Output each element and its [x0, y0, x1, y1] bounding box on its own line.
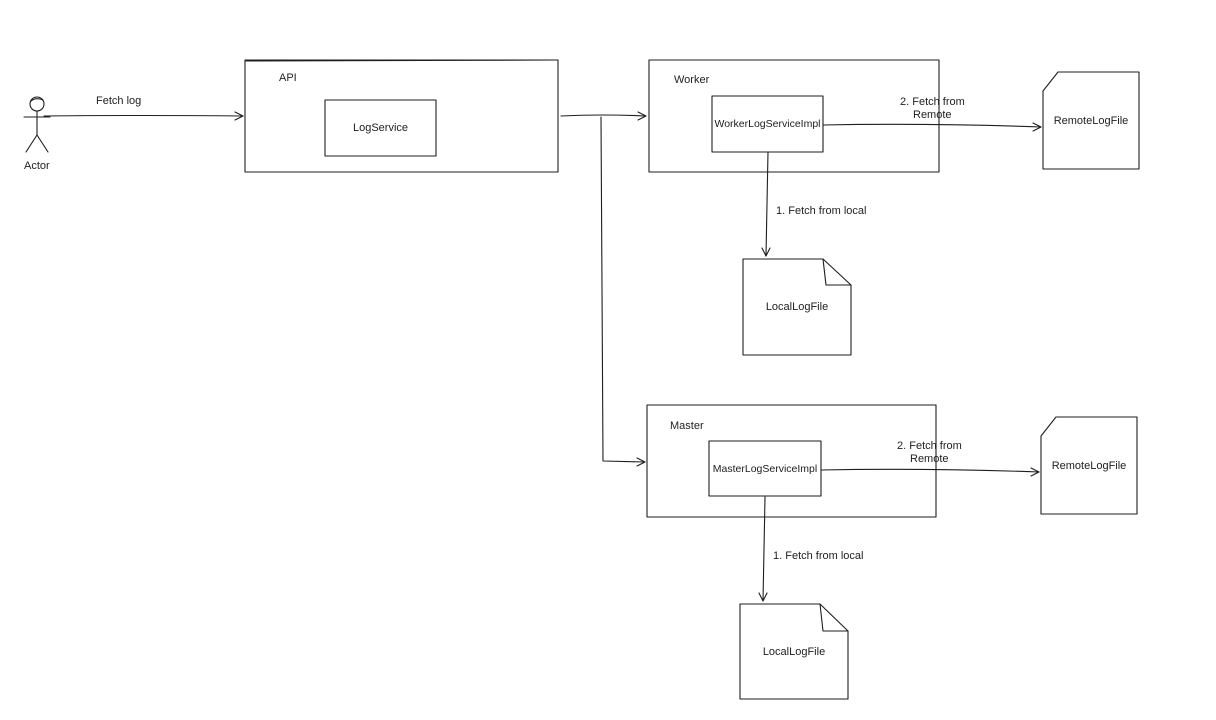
- master-title: Master: [670, 420, 704, 432]
- worker-remote-label-line1: 2. Fetch from: [900, 96, 965, 108]
- log-service-box[interactable]: [324, 99, 437, 157]
- worker-local-label: 1. Fetch from local: [776, 205, 867, 217]
- master-remote-label-line1: 2. Fetch from: [897, 440, 962, 452]
- fetch-log-label: Fetch log: [96, 95, 142, 107]
- master-local-arrow: [758, 496, 768, 602]
- worker-title: Worker: [674, 74, 710, 86]
- master-local-label: 1. Fetch from local: [773, 550, 864, 562]
- master-local-file-label: LocalLogFile: [762, 646, 826, 658]
- fetch-log-arrow: [43, 111, 244, 121]
- master-remote-file[interactable]: [1040, 416, 1138, 515]
- worker-remote-file[interactable]: [1042, 71, 1140, 170]
- master-log-service-box[interactable]: [708, 440, 822, 497]
- master-remote-file-label: RemoteLogFile: [1051, 460, 1127, 472]
- actor-figure[interactable]: [23, 96, 51, 153]
- master-box[interactable]: [646, 404, 937, 518]
- worker-local-file[interactable]: [742, 258, 852, 356]
- worker-remote-arrow: [822, 122, 1042, 132]
- worker-local-arrow: [761, 151, 771, 257]
- worker-remote-label-line2: Remote: [913, 109, 952, 121]
- worker-remote-file-label: RemoteLogFile: [1053, 115, 1129, 127]
- log-service-label: LogService: [352, 122, 409, 134]
- master-local-file[interactable]: [739, 603, 849, 700]
- api-title: API: [279, 72, 297, 84]
- worker-box[interactable]: [648, 59, 940, 173]
- api-to-worker-arrow: [560, 111, 647, 121]
- master-remote-label-line2: Remote: [910, 453, 949, 465]
- master-remote-arrow: [820, 467, 1040, 477]
- worker-log-service-label: WorkerLogServiceImpl: [714, 118, 821, 130]
- api-to-master-arrow: [600, 116, 646, 467]
- api-box[interactable]: [244, 59, 559, 173]
- master-log-service-label: MasterLogServiceImpl: [712, 463, 818, 475]
- worker-local-file-label: LocalLogFile: [765, 301, 829, 313]
- actor-label: Actor: [24, 160, 50, 172]
